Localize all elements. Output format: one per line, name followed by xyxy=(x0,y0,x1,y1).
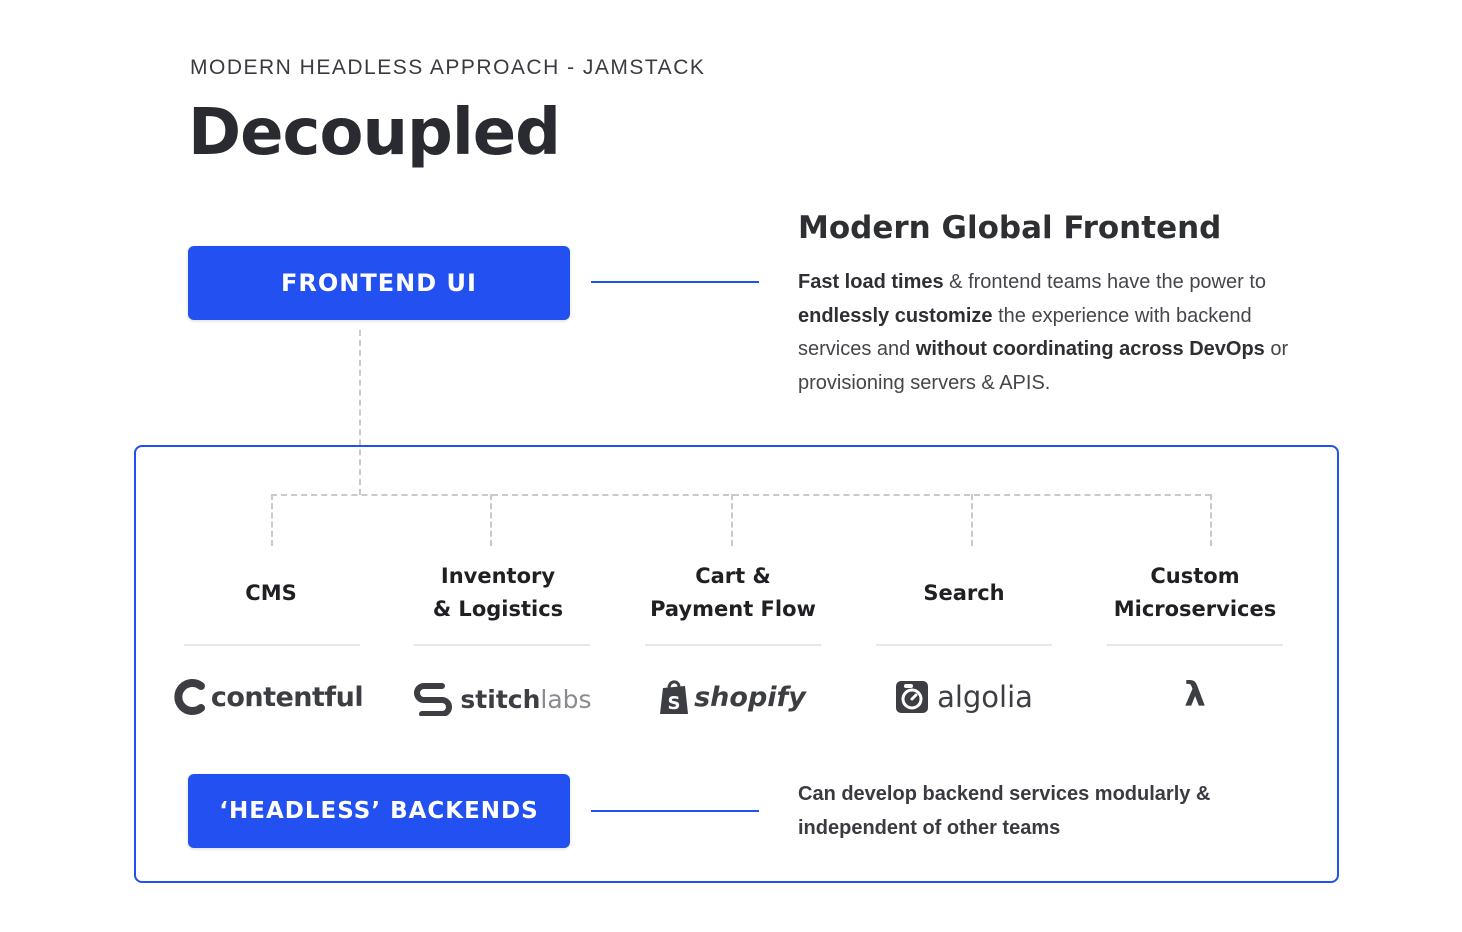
desc-part: or provisioning servers & APIS. xyxy=(798,338,1289,394)
frontend-heading: Modern Global Frontend xyxy=(798,210,1222,246)
tree-drop-inventory xyxy=(490,494,492,546)
page-title: Decoupled xyxy=(188,96,561,170)
desc-part: Fast load times xyxy=(798,271,944,293)
category-label-cms: CMS xyxy=(171,558,371,628)
eyebrow-label: MODERN HEADLESS APPROACH - JAMSTACK xyxy=(190,56,706,79)
backends-connector-line xyxy=(591,810,759,812)
logo-wordmark: stitch xyxy=(460,684,541,714)
category-label-line: Cart & xyxy=(695,564,771,588)
category-divider xyxy=(876,644,1052,646)
category-label-line: Payment Flow xyxy=(650,597,816,621)
category-label-line: Microservices xyxy=(1113,597,1277,621)
desc-part: endlessly customize xyxy=(798,304,993,327)
shopify-logo: S shopify xyxy=(632,672,832,722)
frontend-description: Fast load times & frontend teams have th… xyxy=(798,266,1328,400)
category-label-line: Custom xyxy=(1150,564,1240,588)
stitchlabs-logo-icon xyxy=(414,683,453,716)
category-label-line: Inventory xyxy=(440,564,556,588)
tree-drop-cart xyxy=(731,494,733,546)
shopify-bag-icon: S xyxy=(660,680,689,714)
category-label-custom: Custom Microservices xyxy=(1095,558,1295,628)
category-label-inventory: Inventory & Logistics xyxy=(398,558,598,628)
category-divider xyxy=(645,644,821,646)
category-label-search: Search xyxy=(864,558,1064,628)
category-divider xyxy=(1107,644,1283,646)
desc-part: without coordinating across DevOps xyxy=(915,338,1265,360)
lambda-logo: λ xyxy=(1095,670,1295,720)
backends-description: Can develop backend services modularly &… xyxy=(798,783,1211,839)
category-label-cart: Cart & Payment Flow xyxy=(633,558,833,628)
category-divider xyxy=(184,644,360,646)
category-label-line: CMS xyxy=(245,580,297,605)
lambda-icon: λ xyxy=(1184,675,1206,715)
logo-wordmark: algolia xyxy=(937,680,1033,714)
tree-drop-search xyxy=(971,494,973,546)
category-label-line: & Logistics xyxy=(432,597,564,621)
tree-drop-custom xyxy=(1210,494,1212,546)
desc-part: the experience with backend services and xyxy=(798,304,1252,361)
desc-part: & frontend teams have the power to xyxy=(943,271,1267,293)
algolia-logo-icon xyxy=(896,681,929,713)
category-divider xyxy=(414,644,590,646)
svg-text:S: S xyxy=(668,693,681,714)
logo-wordmark: contentful xyxy=(210,681,364,713)
frontend-to-backends-connector xyxy=(359,330,361,495)
logo-wordmark-suffix: labs xyxy=(540,684,592,714)
logo-wordmark: shopify xyxy=(694,681,806,713)
tree-horizontal-connector xyxy=(271,494,1211,496)
frontend-connector-line xyxy=(591,281,759,283)
contentful-logo-icon xyxy=(174,679,205,715)
headless-backends-box: ‘HEADLESS’ BACKENDS xyxy=(188,774,570,848)
tree-drop-cms xyxy=(271,494,273,546)
backends-container xyxy=(134,445,1339,883)
contentful-logo: contentful xyxy=(168,672,368,722)
frontend-ui-box: FRONTEND UI xyxy=(188,246,570,320)
algolia-logo: algolia xyxy=(864,672,1064,722)
category-label-line: Search xyxy=(923,580,1005,605)
